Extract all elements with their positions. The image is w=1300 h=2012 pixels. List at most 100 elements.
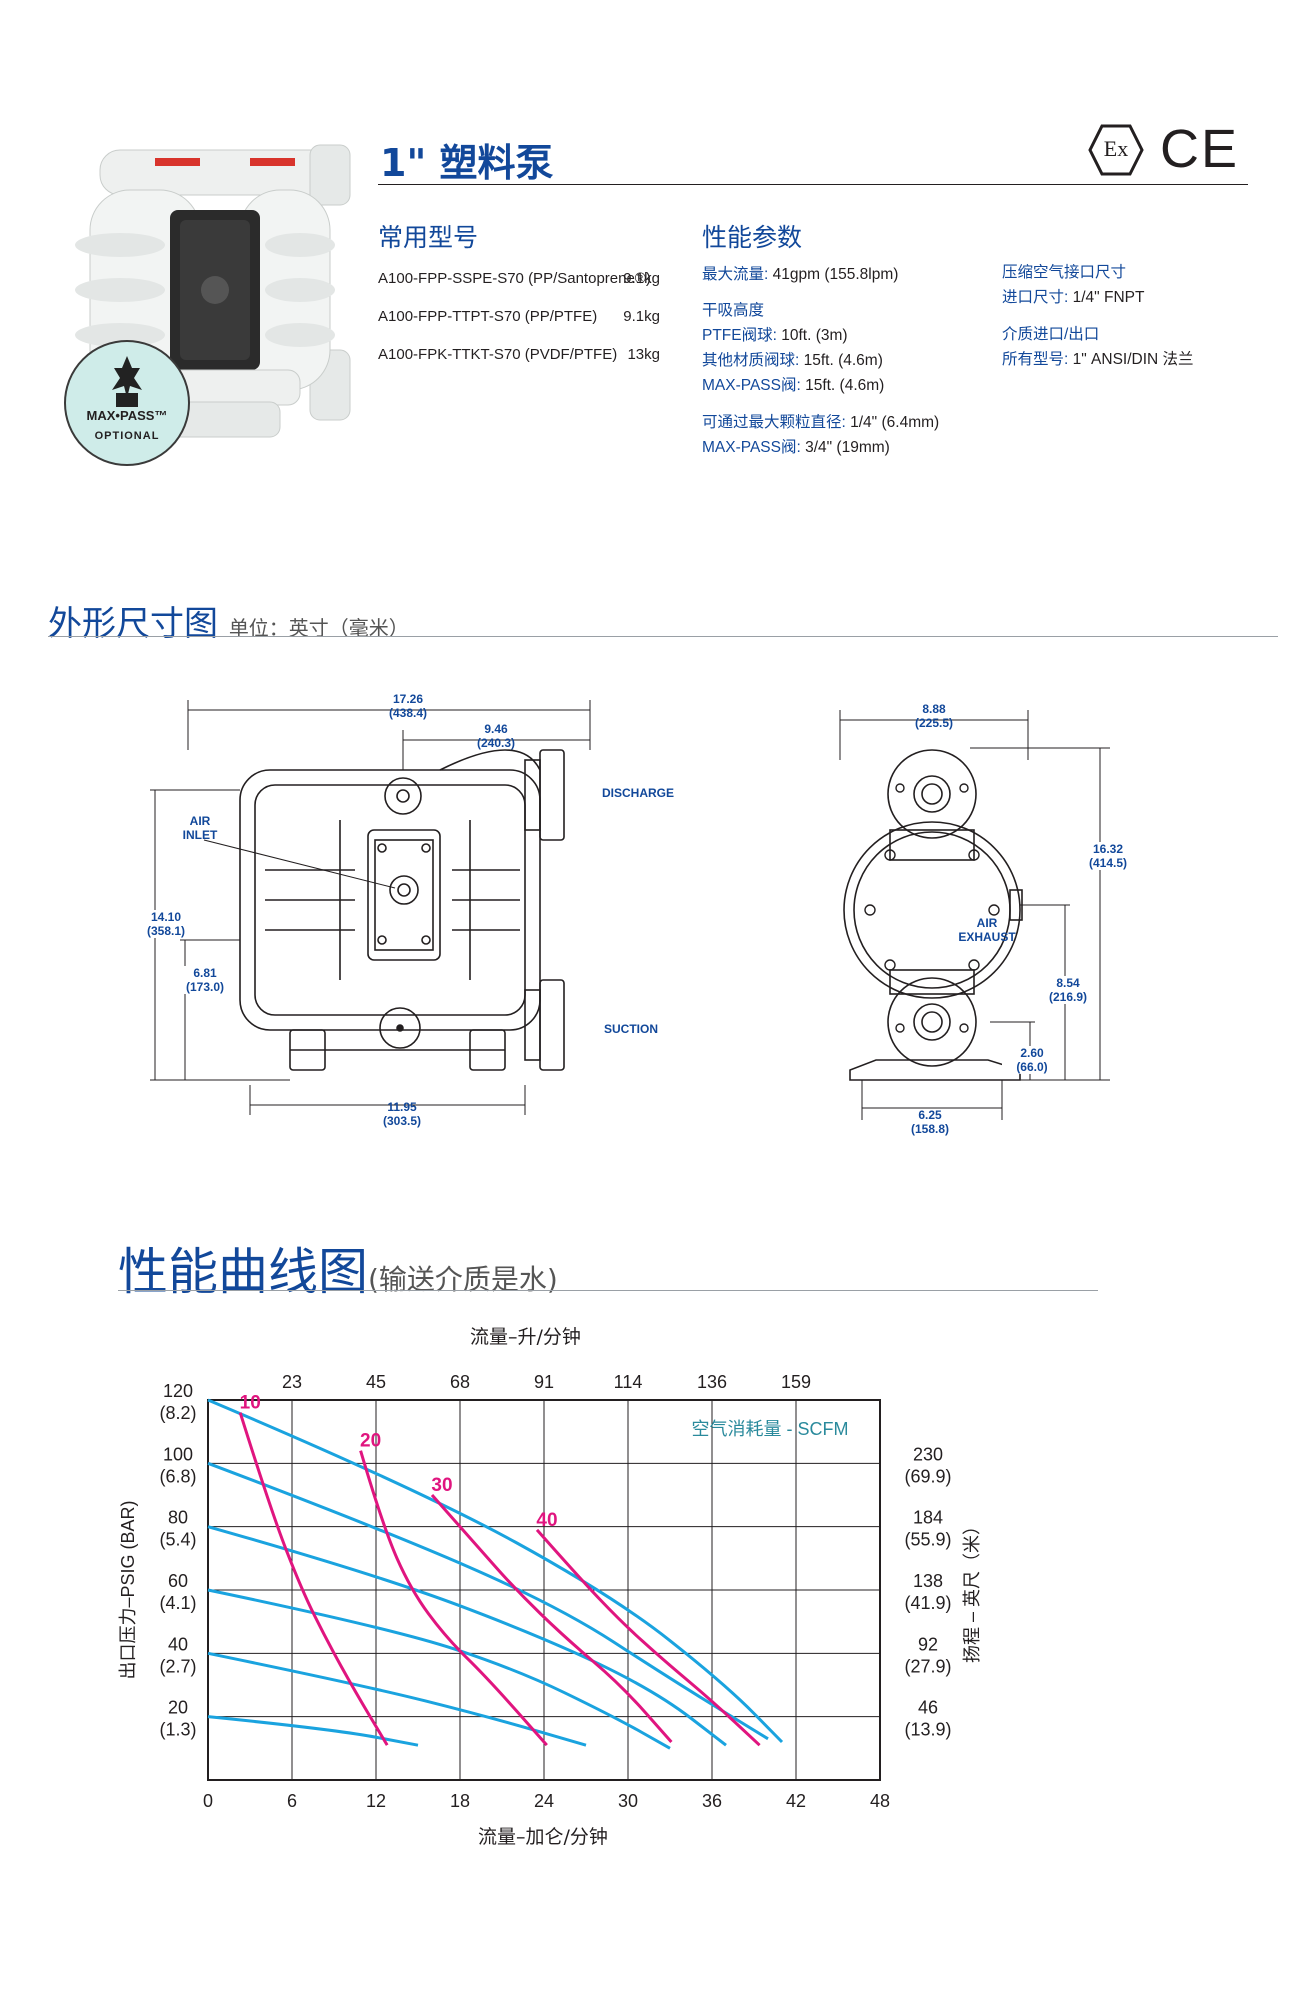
discharge-callout: DISCHARGE	[602, 786, 675, 800]
scfm-curve	[359, 1450, 548, 1747]
scfm-curve	[535, 1528, 761, 1747]
x-tick-label: 6	[287, 1791, 297, 1811]
right-tick-label: 138	[913, 1571, 943, 1591]
scfm-curve-label: 30	[431, 1475, 452, 1496]
scfm-curve-label: 20	[360, 1431, 381, 1452]
scfm-curve-label: 10	[240, 1393, 261, 1414]
curve-heading: 性能曲线图(输送介质是水)	[118, 1232, 558, 1304]
curve-subtitle: (输送介质是水)	[368, 1263, 558, 1296]
x-tick-label: 48	[870, 1791, 890, 1811]
dimensions-title: 外形尺寸图	[48, 604, 218, 644]
y-tick-label-bar: (2.7)	[159, 1656, 196, 1676]
front-view-drawing	[150, 700, 591, 1115]
y-tick-label-bar: (1.3)	[159, 1720, 196, 1740]
y-tick-label-bar: (4.1)	[159, 1593, 196, 1613]
header-rule	[378, 184, 1248, 185]
top-tick-label: 23	[282, 1372, 302, 1392]
front-height-total: 14.10(358.1)	[136, 910, 196, 938]
scfm-curve	[238, 1412, 389, 1746]
curve-rule	[118, 1290, 1098, 1291]
y-tick-label: 120	[163, 1381, 193, 1401]
max-particle: 可通过最大颗粒直径: 1/4" (6.4mm)	[702, 414, 940, 431]
badge-top-text: MAX•PASS™	[86, 408, 168, 423]
dimensions-heading: 外形尺寸图 单位：英寸（毫米）	[48, 596, 409, 645]
right-tick-label-m: (41.9)	[904, 1593, 951, 1613]
right-tick-label-m: (69.9)	[904, 1466, 951, 1486]
y-tick-label-bar: (5.4)	[159, 1530, 196, 1550]
scfm-curve	[430, 1494, 673, 1743]
model-row: A100-FPK-TTKT-S70 (PVDF/PTFE) 13kg	[378, 346, 660, 363]
top-tick-label: 68	[450, 1372, 470, 1392]
model-weight: 13kg	[627, 346, 660, 363]
x-axis-label: 流量–加仑/分钟	[478, 1826, 608, 1848]
top-tick-label: 45	[366, 1372, 386, 1392]
curve-title: 性能曲线图	[118, 1243, 368, 1301]
legend-note: 空气消耗量 - SCFM	[692, 1419, 849, 1439]
y-tick-label-bar: (8.2)	[159, 1403, 196, 1423]
front-width-right: 9.46(240.3)	[476, 722, 516, 750]
air-inlet-size: 进口尺寸: 1/4" FNPT	[1002, 289, 1145, 306]
badge-bottom-text: OPTIONAL	[94, 430, 160, 442]
side-base-width: 6.25(158.8)	[910, 1108, 950, 1136]
air-inlet-heading: 压缩空气接口尺寸	[1002, 264, 1127, 281]
x-tick-label: 42	[786, 1791, 806, 1811]
right-tick-label: 230	[913, 1444, 943, 1464]
top-tick-label: 91	[534, 1372, 554, 1392]
inlet-pressure-curve	[207, 1651, 587, 1747]
ptfe-ball: PTFE阀球: 10ft. (3m)	[702, 327, 848, 344]
model-name: A100-FPK-TTKT-S70 (PVDF/PTFE)	[378, 346, 618, 363]
top-tick-label: 136	[697, 1372, 727, 1392]
right-tick-label-m: (27.9)	[904, 1656, 951, 1676]
model-name: A100-FPP-TTPT-S70 (PP/PTFE)	[378, 308, 598, 325]
y-axis-label: 出口压力–PSIG (BAR)	[118, 1500, 138, 1679]
right-tick-label: 92	[918, 1634, 938, 1654]
fluid-connections: 所有型号: 1" ANSI/DIN 法兰	[1002, 351, 1194, 368]
side-height-exhaust: 8.54(216.9)	[1038, 976, 1098, 1004]
model-weight: 9.1kg	[623, 270, 660, 287]
ce-mark: CE	[1160, 119, 1240, 179]
right-tick-label: 184	[913, 1508, 943, 1528]
inlet-pressure-curve	[207, 1715, 419, 1747]
x-tick-label: 30	[618, 1791, 638, 1811]
models-heading: 常用型号	[378, 223, 479, 252]
y-tick-label: 80	[168, 1508, 188, 1528]
performance-heading: 性能参数	[702, 223, 803, 252]
model-name: A100-FPP-SSPE-S70 (PP/Santoprene®)	[378, 270, 651, 287]
y-tick-label: 40	[168, 1634, 188, 1654]
scfm-curve-label: 40	[536, 1510, 557, 1531]
y-tick-label-bar: (6.8)	[159, 1466, 196, 1486]
model-row: A100-FPP-SSPE-S70 (PP/Santoprene®) 9.1kg	[378, 270, 660, 287]
side-height-inlet: 2.60(66.0)	[1002, 1046, 1062, 1074]
inlet-pressure-curve	[207, 1525, 727, 1747]
inlet-pressure-curve	[207, 1461, 769, 1741]
side-height-total: 16.32(414.5)	[1078, 842, 1138, 870]
suction-callout: SUCTION	[604, 1022, 658, 1036]
x-tick-label: 24	[534, 1791, 554, 1811]
top-tick-label: 159	[781, 1372, 811, 1392]
y-tick-label: 20	[168, 1698, 188, 1718]
y-tick-label: 100	[163, 1444, 193, 1464]
inlet-pressure-curve	[207, 1588, 671, 1750]
y-tick-label: 60	[168, 1571, 188, 1591]
inlet-pressure-curve	[207, 1398, 784, 1744]
other-ball: 其他材质阀球: 15ft. (4.6m)	[702, 352, 883, 369]
x-tick-label: 12	[366, 1791, 386, 1811]
top-tick-label: 114	[614, 1372, 643, 1392]
top-axis-label: 流量–升/分钟	[470, 1326, 581, 1348]
side-width-total: 8.88(225.5)	[914, 702, 954, 730]
model-row: A100-FPP-TTPT-S70 (PP/PTFE) 9.1kg	[378, 308, 660, 325]
page-title: 1" 塑料泵	[380, 141, 554, 185]
maxpass-badge: MAX•PASS™ OPTIONAL	[62, 338, 192, 468]
dimensions-rule	[48, 636, 1278, 637]
x-tick-label: 0	[203, 1791, 213, 1811]
front-width-total: 17.26(438.4)	[388, 692, 428, 720]
max-flow: 最大流量: 41gpm (155.8lpm)	[702, 266, 899, 283]
model-weight: 9.1kg	[623, 308, 660, 325]
right-tick-label-m: (55.9)	[904, 1530, 951, 1550]
fluid-heading: 介质进口/出口	[1002, 326, 1100, 343]
right-axis-label: 扬程 – 英尺（米）	[962, 1517, 982, 1663]
x-tick-label: 36	[702, 1791, 722, 1811]
front-base-width: 11.95(303.5)	[382, 1100, 422, 1128]
